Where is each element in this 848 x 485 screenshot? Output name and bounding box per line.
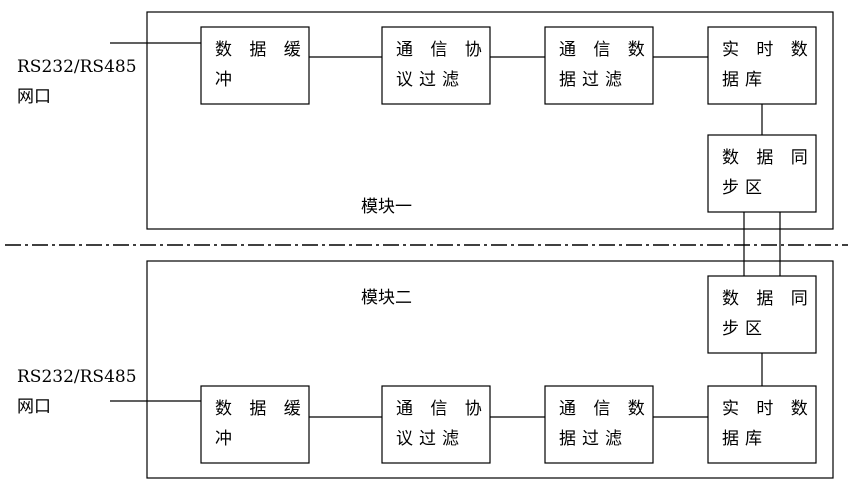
module-2-data-buffer-label: 数 据 缓 冲 xyxy=(201,394,309,454)
module-2-data-buffer-box xyxy=(200,385,310,464)
module-1-port-label: RS232/RS485 网口 xyxy=(17,52,137,112)
module-2-frame xyxy=(146,260,834,479)
box-line1: 通 信 数 xyxy=(559,40,651,60)
module-1-data-buffer-label: 数 据 缓 冲 xyxy=(201,35,309,95)
module-1-title: 模块一 xyxy=(361,197,412,217)
box-line1: 数 据 缓 xyxy=(215,40,307,60)
box-line2: 议过滤 xyxy=(396,429,465,449)
module-2-protocol-filter-label: 通 信 协 议过滤 xyxy=(382,394,490,454)
module-1-sync-area-label: 数 据 同 步区 xyxy=(708,143,816,203)
module-1-port-line1: RS232/RS485 xyxy=(17,57,137,77)
box-line2: 议过滤 xyxy=(396,70,465,90)
box-line2: 步区 xyxy=(722,178,768,198)
module-1-frame xyxy=(146,11,834,230)
box-line1: 实 时 数 xyxy=(722,40,814,60)
box-line1: 通 信 协 xyxy=(396,40,488,60)
module-2-data-filter-label: 通 信 数 据过滤 xyxy=(545,394,653,454)
module-1-port-line2: 网口 xyxy=(17,87,51,107)
module-1-protocol-filter-label: 通 信 协 议过滤 xyxy=(382,35,490,95)
box-line1: 通 信 数 xyxy=(559,399,651,419)
box-line1: 数 据 同 xyxy=(722,148,814,168)
box-line2: 据库 xyxy=(722,429,768,449)
module-1-protocol-filter-box xyxy=(381,26,491,105)
module-2-protocol-filter-box xyxy=(381,385,491,464)
module-2-realtime-db-label: 实 时 数 据库 xyxy=(708,394,816,454)
box-line2: 步区 xyxy=(722,319,768,339)
box-line1: 数 据 同 xyxy=(722,289,814,309)
module-2-title: 模块二 xyxy=(361,288,412,308)
box-line2: 据库 xyxy=(722,70,768,90)
module-2-port-line1: RS232/RS485 xyxy=(17,367,137,387)
box-line1: 通 信 协 xyxy=(396,399,488,419)
box-line1: 实 时 数 xyxy=(722,399,814,419)
box-line2: 冲 xyxy=(215,70,238,90)
module-2-data-filter-box xyxy=(544,385,654,464)
module-1-data-filter-box xyxy=(544,26,654,105)
module-2-port-label: RS232/RS485 网口 xyxy=(17,362,137,422)
module-2-sync-area-label: 数 据 同 步区 xyxy=(708,284,816,344)
box-line2: 冲 xyxy=(215,429,238,449)
box-line2: 据过滤 xyxy=(559,429,628,449)
module-1-realtime-db-label: 实 时 数 据库 xyxy=(708,35,816,95)
box-line1: 数 据 缓 xyxy=(215,399,307,419)
module-1-data-filter-label: 通 信 数 据过滤 xyxy=(545,35,653,95)
box-line2: 据过滤 xyxy=(559,70,628,90)
module-1-data-buffer-box xyxy=(200,26,310,105)
module-2-port-line2: 网口 xyxy=(17,397,51,417)
